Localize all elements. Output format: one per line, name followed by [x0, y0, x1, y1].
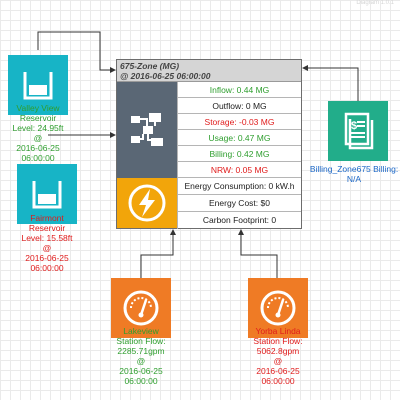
metric-billing: Billing: 0.42 MG [177, 146, 301, 162]
yorba-linda-flow: 5062.8gpm [256, 346, 300, 356]
zone-energy-metrics: Energy Consumption: 0 kW.h Energy Cost: … [177, 178, 301, 229]
valley-view-name-2: Reservoir [19, 113, 57, 123]
billing-node[interactable]: $ [328, 101, 388, 161]
metric-nrw: NRW: 0.05 MG [177, 162, 301, 178]
zone-energy-icon-block [117, 178, 177, 228]
valley-view-at: @ [33, 133, 43, 143]
metric-usage: Usage: 0.47 MG [177, 130, 301, 146]
gauge-icon [260, 290, 296, 326]
lakeview-station-node[interactable] [111, 278, 171, 338]
fairmont-name-1: Fairmont [30, 213, 64, 223]
watermark: Diagram 1.0.1 [356, 0, 394, 6]
metric-outflow: Outflow: 0 MG [177, 98, 301, 114]
lakeview-label: Lakeview Station Flow: 2285.71gpm @ 2016… [104, 326, 178, 386]
yorba-linda-name-2: Station Flow: [253, 336, 303, 346]
connector-lakeview [140, 229, 176, 278]
valley-view-name-1: Valley View [16, 103, 60, 113]
metric-storage: Storage: -0.03 MG [177, 114, 301, 130]
zone-header: 675-Zone (MG) @ 2016-06-25 06:00:00 [117, 60, 301, 82]
lakeview-name-1: Lakeview [123, 326, 159, 336]
yorba-linda-station-node[interactable] [248, 278, 308, 338]
valley-view-reservoir-node[interactable] [8, 55, 68, 115]
svg-text:$: $ [351, 120, 357, 132]
yorba-linda-at: @ [273, 356, 283, 366]
reservoir-icon [32, 181, 62, 209]
valley-view-time: 06:00:00 [21, 153, 55, 163]
connector-valley-view [37, 31, 116, 73]
metric-energy-cost: Energy Cost: $0 [177, 195, 301, 212]
metric-energy-consumption: Energy Consumption: 0 kW.h [177, 178, 301, 195]
valley-view-level: Level: 24.95ft [12, 123, 64, 133]
gauge-icon [123, 290, 159, 326]
zone-title: 675-Zone (MG) [120, 61, 180, 71]
yorba-linda-label: Yorba Linda Station Flow: 5062.8gpm @ 20… [240, 326, 316, 386]
billing-name: Billing_Zone675 Billing: [309, 164, 399, 174]
zone-network-icon-block [117, 82, 177, 178]
zone-metrics: Inflow: 0.44 MG Outflow: 0 MG Storage: -… [177, 82, 301, 178]
billing-label: Billing_Zone675 Billing: N/A [306, 164, 400, 184]
lakeview-flow: 2285.71gpm [117, 346, 165, 356]
fairmont-name-2: Reservoir [28, 223, 66, 233]
invoice-icon: $ [344, 112, 374, 150]
network-icon [131, 113, 163, 146]
metric-inflow: Inflow: 0.44 MG [177, 82, 301, 98]
yorba-linda-date: 2016-06-25 [256, 366, 300, 376]
fairmont-reservoir-node[interactable] [17, 164, 77, 224]
lakeview-time: 06:00:00 [124, 376, 158, 386]
fairmont-at: @ [42, 243, 52, 253]
lakeview-name-2: Station Flow: [116, 336, 166, 346]
zone-timestamp: @ 2016-06-25 06:00:00 [120, 71, 211, 81]
yorba-linda-name-1: Yorba Linda [255, 326, 301, 336]
yorba-linda-time: 06:00:00 [261, 376, 295, 386]
valley-view-label: Valley View Reservoir Level: 24.95ft @ 2… [0, 103, 76, 163]
billing-value: N/A [346, 174, 362, 184]
connector-yorba-linda [238, 229, 278, 278]
fairmont-label: Fairmont Reservoir Level: 15.58ft @ 2016… [5, 213, 89, 273]
valley-view-date: 2016-06-25 [16, 143, 60, 153]
fairmont-time: 06:00:00 [30, 263, 64, 273]
lakeview-at: @ [136, 356, 146, 366]
fairmont-level: Level: 15.58ft [21, 233, 73, 243]
metric-carbon-footprint: Carbon Footprint: 0 [177, 212, 301, 229]
reservoir-icon [23, 72, 53, 100]
lakeview-date: 2016-06-25 [119, 366, 163, 376]
fairmont-date: 2016-06-25 [25, 253, 69, 263]
lightning-icon [128, 184, 166, 222]
zone-675-panel[interactable]: 675-Zone (MG) @ 2016-06-25 06:00:00 Infl… [116, 59, 302, 229]
connector-billing [302, 65, 359, 101]
